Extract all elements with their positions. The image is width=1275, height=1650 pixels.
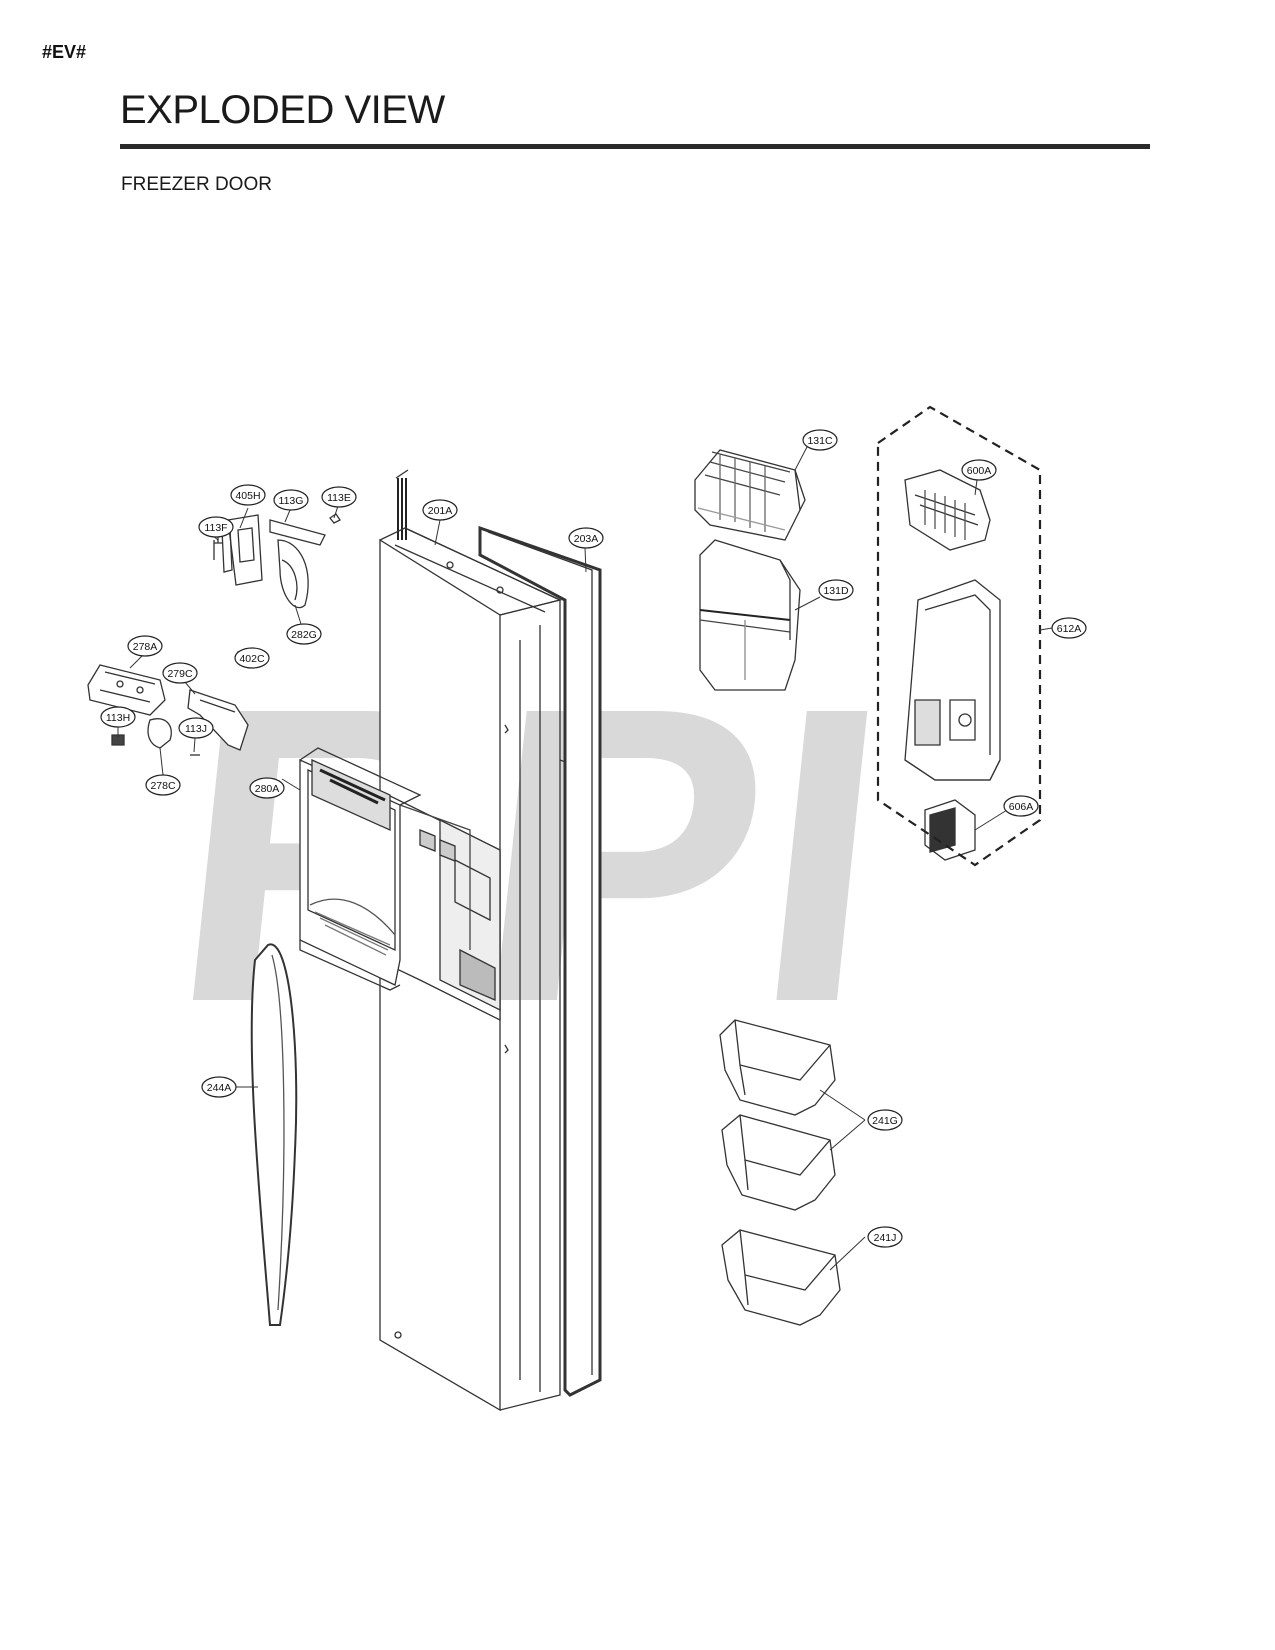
door-bin-2 (721, 1114, 836, 1211)
callout-131d: 131D (818, 579, 854, 601)
housing-612a-part (904, 579, 1001, 781)
callout-278c: 278C (145, 774, 181, 796)
lever-282g-part (269, 519, 326, 609)
svg-text:600A: 600A (967, 465, 992, 477)
callout-606a: 606A (1003, 795, 1039, 817)
callout-279c: 279C (162, 662, 198, 684)
callout-282g: 282G (286, 623, 322, 645)
callout-280a: 280A (249, 777, 285, 799)
section-subtitle: FREEZER DOOR (121, 174, 272, 195)
page-title: EXPLODED VIEW (120, 88, 445, 132)
svg-text:280A: 280A (255, 783, 280, 795)
svg-text:131D: 131D (823, 585, 849, 597)
part-drawings (87, 405, 1053, 1412)
callout-241g: 241G (867, 1109, 903, 1131)
callout-113e: 113E (321, 486, 357, 508)
callout-278a: 278A (127, 635, 163, 657)
callout-402c: 402C (234, 647, 270, 669)
callout-113h: 113H (100, 706, 136, 728)
svg-text:244A: 244A (207, 1082, 232, 1094)
callout-131c: 131C (802, 429, 838, 451)
callout-241j: 241J (867, 1226, 903, 1248)
pcb-278a-part (87, 664, 166, 716)
svg-text:278C: 278C (150, 780, 176, 792)
callout-244a: 244A (201, 1076, 237, 1098)
svg-text:278A: 278A (133, 641, 158, 653)
gasket-part (478, 525, 602, 1397)
svg-text:612A: 612A (1057, 623, 1082, 635)
svg-text:113H: 113H (106, 712, 130, 724)
callout-113g: 113G (273, 489, 309, 511)
svg-text:402C: 402C (239, 653, 265, 665)
callout-612a: 612A (1051, 617, 1087, 639)
dispenser-housing-part (299, 747, 471, 991)
svg-text:405H: 405H (235, 490, 260, 502)
callout-201a: 201A (422, 499, 458, 521)
callout-203a: 203A (568, 527, 604, 549)
svg-text:606A: 606A (1009, 801, 1034, 813)
svg-text:241J: 241J (874, 1232, 897, 1244)
screw-113e-part (329, 513, 341, 524)
svg-text:113J: 113J (185, 723, 207, 735)
title-rule (120, 144, 1150, 149)
svg-text:113E: 113E (327, 492, 351, 504)
spring-113h-part (111, 734, 125, 746)
svg-text:131C: 131C (807, 435, 833, 447)
door-bin-1 (719, 1019, 836, 1116)
page-code: #EV# (42, 42, 87, 62)
svg-text:201A: 201A (428, 505, 453, 517)
ice-bucket-131d-part (699, 539, 801, 691)
svg-text:113F: 113F (204, 522, 227, 534)
motor-606a-part (924, 799, 976, 861)
callouts: 405H 113G 113E 113F 201A 203A 282G 278A (100, 429, 1087, 1248)
assembly-boundary (876, 405, 1042, 867)
svg-text:279C: 279C (167, 668, 193, 680)
freezer-door-part (377, 527, 589, 1412)
callout-600a: 600A (961, 459, 997, 481)
callout-405h: 405H (230, 484, 266, 506)
svg-text:113G: 113G (279, 495, 304, 507)
handle-part (250, 943, 298, 1326)
callout-113j: 113J (178, 717, 214, 739)
cap-278c-part (147, 718, 172, 749)
door-bin-3 (721, 1229, 841, 1326)
ice-maker-600a-part (904, 469, 991, 551)
bucket-cover-131c-part (694, 449, 806, 541)
svg-text:203A: 203A (574, 533, 599, 545)
svg-text:241G: 241G (872, 1115, 898, 1127)
leader-lines (117, 446, 1053, 1271)
svg-text:282G: 282G (291, 629, 317, 641)
bracket-279c-part (187, 689, 249, 751)
callout-113f: 113F (198, 516, 234, 538)
